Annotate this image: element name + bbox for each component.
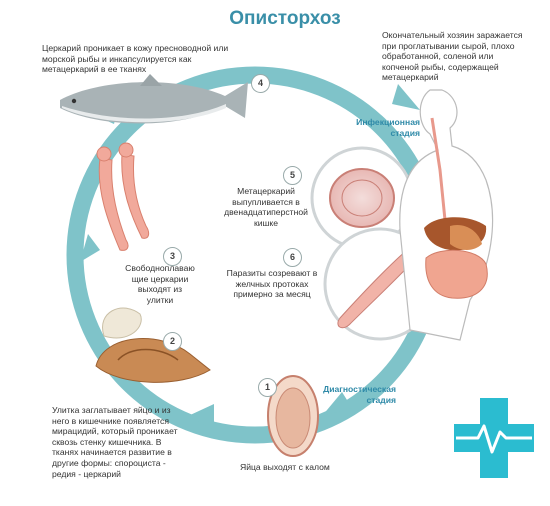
step-2-number: 2 bbox=[163, 332, 182, 351]
cycle-arrow-left bbox=[80, 234, 100, 262]
cycle-arrow-top-right bbox=[392, 84, 420, 110]
step-4-text: Церкарий проникает в кожу пресноводной и… bbox=[42, 43, 229, 75]
diagram-title: Описторхоз bbox=[229, 8, 341, 29]
step-5-number: 5 bbox=[283, 166, 302, 185]
step-3-text: Свободноплаваю щие церкарии выходят из у… bbox=[125, 263, 195, 305]
step-6-number: 6 bbox=[283, 248, 302, 267]
step-4-number: 4 bbox=[251, 74, 270, 93]
step-1-number: 1 bbox=[258, 378, 277, 397]
cycle-arrow-bottom-left bbox=[188, 404, 214, 430]
fish-icon bbox=[60, 74, 248, 124]
step-1-text: Яйца выходят с калом bbox=[240, 462, 330, 472]
diagnostic-stage-label: Диагностическая стадия bbox=[323, 384, 396, 405]
host-infection-text: Окончательный хозяин заражается при прог… bbox=[382, 30, 523, 83]
egg-icon bbox=[267, 375, 319, 457]
step-5-text: Метацеркарий выпупливается в двенадцатип… bbox=[224, 186, 308, 228]
step-2-text: Улитка заглатывает яйцо и из него в кише… bbox=[52, 405, 178, 479]
cycle-arrow-bottom-right bbox=[322, 392, 352, 416]
step-3-number: 3 bbox=[163, 247, 182, 266]
snail-icon bbox=[95, 307, 211, 383]
shrimp-icon bbox=[96, 142, 150, 251]
metacercaria-inset bbox=[310, 146, 414, 250]
medical-cross-icon bbox=[454, 398, 534, 478]
infective-stage-label: Инфекционная стадия bbox=[356, 117, 420, 138]
step-6-text: Паразиты созревают в желчных протоках пр… bbox=[226, 268, 318, 300]
human-icon bbox=[399, 89, 494, 341]
